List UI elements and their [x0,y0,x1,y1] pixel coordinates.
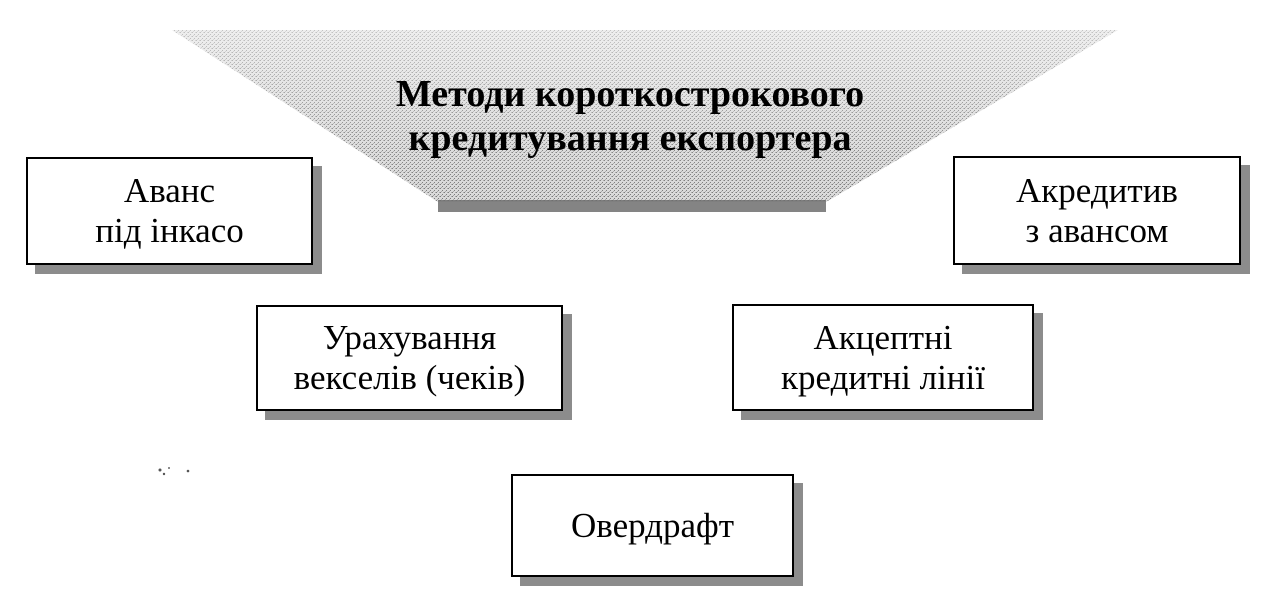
method-label: Овердрафт [571,505,734,545]
scan-speck [158,467,190,476]
funnel-bottom-edge [438,200,826,212]
funnel-fade [172,30,1118,202]
method-label: Акцептні кредитні лінії [781,317,985,397]
method-box-urakhuvannia: Урахування векселів (чеків) [256,305,563,411]
method-box-akredytyv: Акредитив з авансом [953,156,1241,265]
method-label: Акредитив з авансом [1016,170,1178,250]
method-box-overdraft: Овердрафт [511,474,794,577]
method-label: Аванс під інкасо [95,171,244,250]
method-label: Урахування векселів (чеків) [293,318,526,397]
method-box-avans: Аванс під інкасо [26,157,313,265]
method-box-aktseptni: Акцептні кредитні лінії [732,304,1034,411]
diagram-title: Методи короткострокового кредитування ек… [395,73,865,159]
